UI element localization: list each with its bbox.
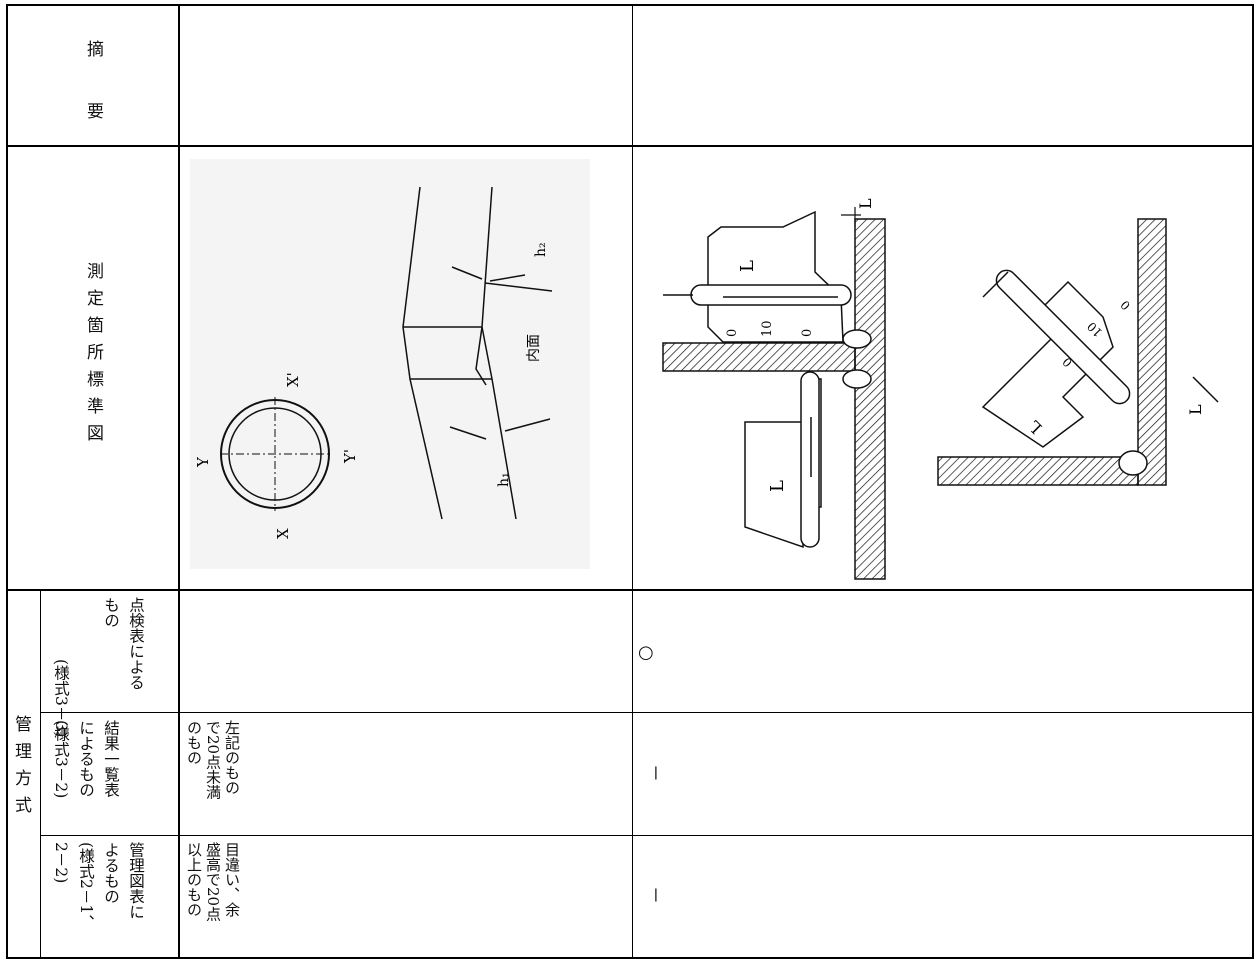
summary-header: 摘 要 [83, 40, 103, 133]
svg-text:0: 0 [1118, 297, 1133, 312]
border-right [1252, 4, 1254, 959]
figure-label-h2: h₂ [533, 242, 549, 257]
bevel-joint-drawing [402, 186, 553, 520]
t-joint-horizontal-plate [662, 342, 856, 372]
svg-text:0: 0 [725, 329, 740, 337]
weld-gauge-figure: L 0 10 0 L L L 0 10 0 L [662, 198, 1219, 580]
lower-gauge [744, 371, 822, 549]
corner-dimension-label: L [1186, 404, 1205, 415]
figure-label-y-prime: Y' [341, 449, 359, 464]
diagonal-gauge [981, 269, 1219, 448]
border-left [6, 4, 8, 959]
pipe-measurement-figure: Y X' Y' X h₂ h₁ 内面 [190, 159, 590, 569]
figure-label-x: X [274, 528, 292, 539]
row-divider-2 [6, 589, 1254, 591]
row-divider-3 [40, 712, 1254, 713]
svg-text:0: 0 [800, 329, 815, 337]
upper-gauge [663, 210, 852, 343]
figure-label-x-prime: X' [284, 372, 302, 387]
row-divider-1 [6, 145, 1254, 147]
figure-label-h1: h₁ [496, 472, 512, 487]
col-divider-2 [632, 4, 633, 959]
method-header: 管理方式 [11, 715, 31, 823]
method-mark-control-chart: － [644, 886, 665, 904]
t-joint-vertical-plate [854, 218, 886, 580]
method-inner-divider [40, 590, 41, 959]
method-condition-1: 左記のもの で20点未満 のもの [185, 720, 241, 800]
corner-joint-vertical-plate [1137, 218, 1167, 486]
figure-label-inner: 内面 [526, 334, 542, 362]
method-condition-2: 目違い、余 盛高で20点 以上のもの [185, 842, 241, 922]
row-divider-4 [40, 835, 1254, 836]
border-bottom [6, 957, 1254, 959]
upper-gauge-label: L [737, 260, 758, 272]
method-label-checklist: 点検表による もの (様式3－3) [52, 597, 145, 738]
border-top [6, 4, 1254, 6]
col-divider-1 [178, 4, 180, 959]
method-label-control-chart: 管理図表に よるもの (様式2－1、 2－2) [52, 842, 145, 930]
top-dimension-label: L [856, 198, 875, 209]
method-label-result-list: 結果一覧表 によるもの (様式3－2) [52, 720, 120, 799]
lower-gauge-label: L [767, 480, 788, 492]
method-mark-checklist: ○ [638, 642, 654, 663]
figure-header: 測定箇所標準図 [83, 262, 103, 451]
pipe-section-icon [220, 397, 332, 511]
method-mark-result-list: － [644, 764, 665, 782]
corner-joint-horizontal-plate [937, 456, 1139, 486]
figure-label-y: Y [194, 456, 212, 468]
svg-text:10: 10 [760, 320, 775, 337]
